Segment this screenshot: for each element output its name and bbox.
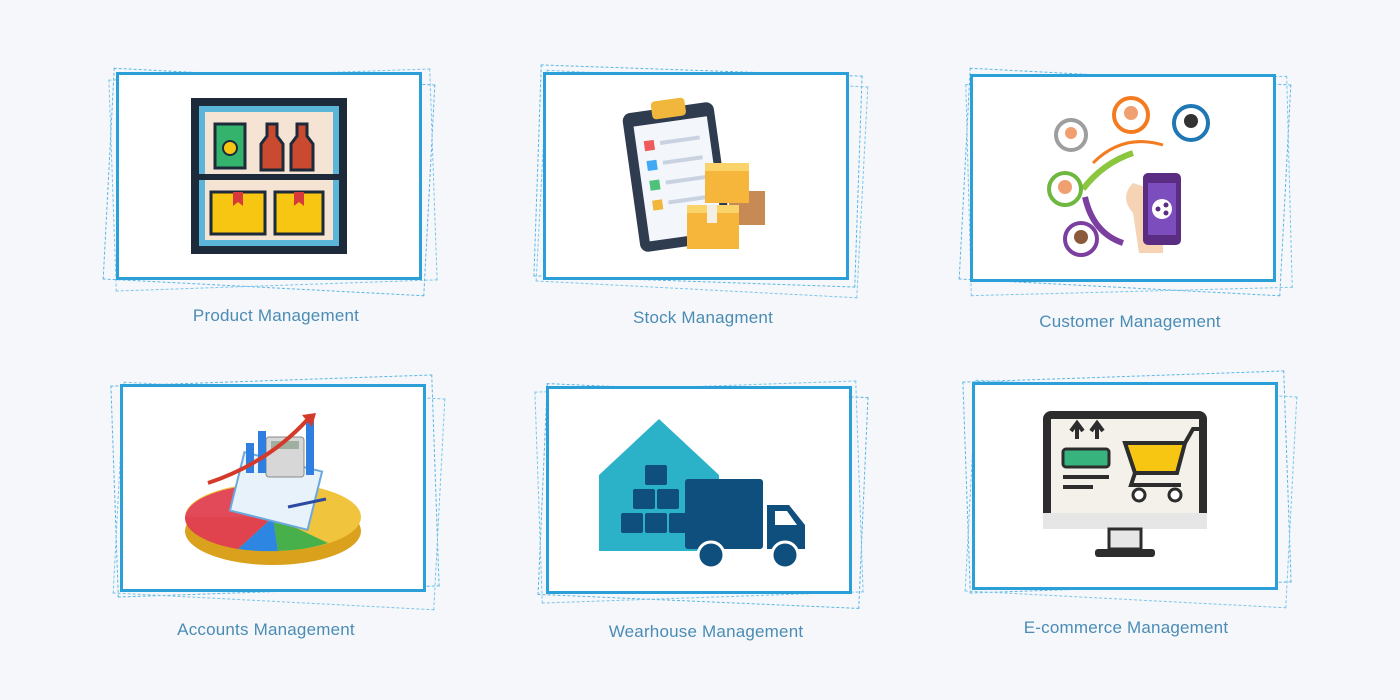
- feature-label: Customer Management: [1039, 312, 1221, 331]
- feature-label: E-commerce Management: [1023, 618, 1229, 637]
- feature-label: Stock Managment: [632, 308, 773, 327]
- feature-label: Accounts Management: [177, 620, 355, 639]
- feature-card-ecommerce-management[interactable]: E-commerce Management: [962, 370, 1302, 672]
- clipboard-boxes-icon: [622, 97, 765, 252]
- feature-label: Product Management: [192, 306, 360, 325]
- feature-card-customer-management[interactable]: Customer Management: [958, 67, 1300, 364]
- shelf-icon: [191, 98, 347, 254]
- ecommerce-monitor-icon: [1043, 411, 1207, 557]
- feature-card-accounts-management[interactable]: Accounts Management: [110, 374, 450, 674]
- customer-network-icon: [1047, 96, 1210, 257]
- card-frame: [970, 74, 1276, 282]
- accounts-chart-icon: [184, 413, 361, 565]
- warehouse-truck-icon: [599, 419, 805, 570]
- feature-card-stock-managment[interactable]: Stock Managment: [533, 64, 873, 362]
- feature-label: Wearhouse Management: [608, 622, 804, 641]
- feature-card-product-management[interactable]: Product Management: [102, 67, 446, 362]
- feature-card-wearhouse-management[interactable]: Wearhouse Management: [534, 380, 876, 676]
